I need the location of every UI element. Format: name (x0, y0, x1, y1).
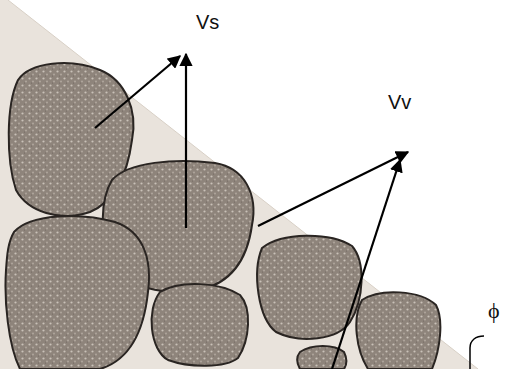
angle-label: ϕ (488, 300, 500, 322)
soil-grains (6, 63, 441, 369)
grain (356, 292, 440, 369)
vector-label: Vv (388, 92, 411, 112)
vector-arrow (95, 56, 180, 128)
grain (152, 284, 248, 366)
vector-label: Vs (196, 12, 219, 32)
vector-arrow (258, 152, 408, 226)
slope-ground (0, 0, 478, 369)
grain (6, 216, 150, 369)
angle-arc (470, 336, 484, 369)
vector-arrow (332, 160, 400, 369)
vector-arrow (185, 54, 187, 228)
velocity-arrows (95, 54, 408, 369)
